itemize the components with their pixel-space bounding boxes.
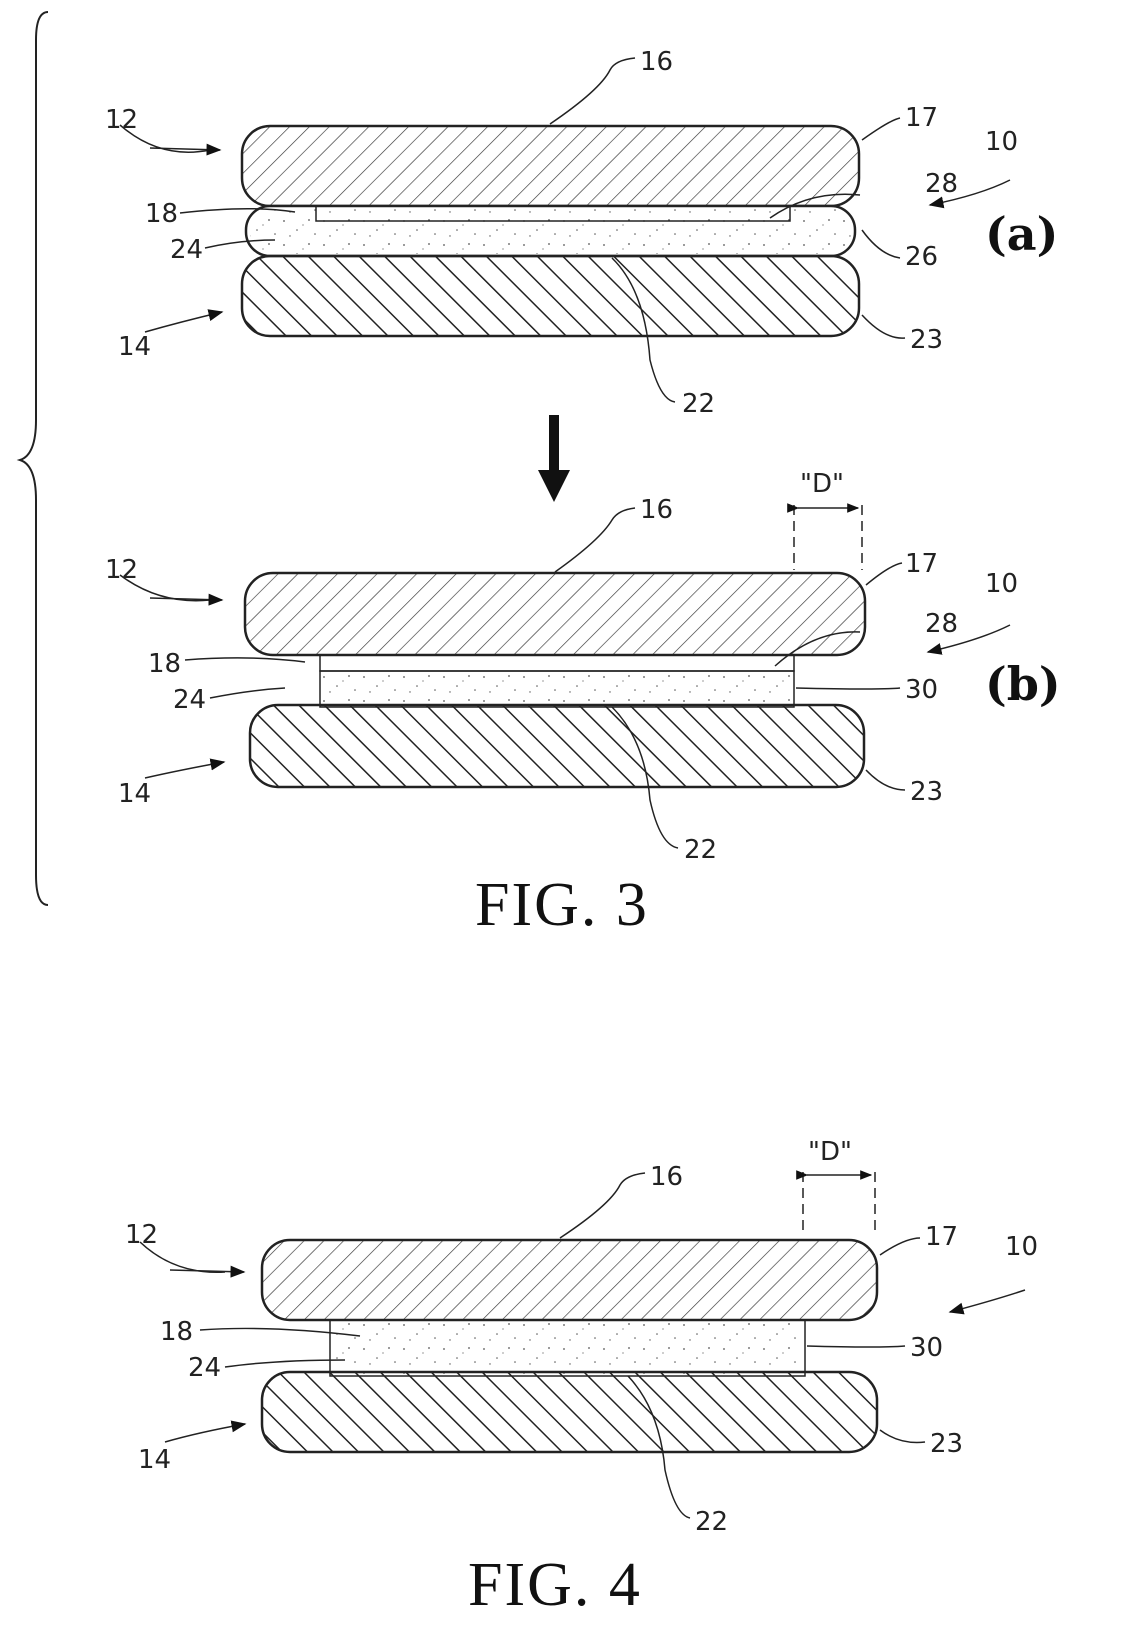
ref-18-b: 18 bbox=[148, 649, 181, 679]
ref-14-b: 14 bbox=[118, 779, 151, 809]
ref-24-4: 24 bbox=[188, 1353, 221, 1383]
ref-23-a: 23 bbox=[910, 325, 943, 355]
ref-30-4: 30 bbox=[910, 1333, 943, 1363]
figure3-caption: FIG. 3 bbox=[475, 871, 649, 939]
figure4: "D" 16 12 17 10 18 24 30 14 23 22 bbox=[125, 1137, 1038, 1537]
ref-14-a: 14 bbox=[118, 332, 151, 362]
ref-22-4: 22 bbox=[695, 1507, 728, 1537]
figure4-caption: FIG. 4 bbox=[468, 1551, 642, 1619]
ref-23-4: 23 bbox=[930, 1429, 963, 1459]
ref-18-4: 18 bbox=[160, 1317, 193, 1347]
figure3-panel-a: 16 12 17 10 28 18 24 26 14 23 22 (a) bbox=[105, 47, 1058, 419]
top-block-b bbox=[243, 571, 867, 657]
ref-17-a: 17 bbox=[905, 103, 938, 133]
top-block-4 bbox=[260, 1238, 879, 1322]
ref-26-a: 26 bbox=[905, 242, 938, 272]
foil-layer-a bbox=[315, 205, 791, 222]
ref-23-b: 23 bbox=[910, 777, 943, 807]
bottom-block-4 bbox=[260, 1370, 879, 1454]
ref-16-a: 16 bbox=[640, 47, 673, 77]
ref-14-4: 14 bbox=[138, 1445, 171, 1475]
dimension-d-b: "D" bbox=[800, 469, 844, 499]
ref-12-4: 12 bbox=[125, 1220, 158, 1250]
transition-arrow bbox=[538, 415, 570, 502]
figure3-panel-b: "D" 16 12 17 10 28 18 24 30 14 23 22 (b) bbox=[105, 469, 1061, 865]
ref-16-4: 16 bbox=[650, 1162, 683, 1192]
ref-17-b: 17 bbox=[905, 549, 938, 579]
ref-12-a: 12 bbox=[105, 105, 138, 135]
figure3-brace bbox=[16, 11, 49, 906]
ref-16-b: 16 bbox=[640, 495, 673, 525]
ref-28-b: 28 bbox=[925, 609, 958, 639]
ref-22-a: 22 bbox=[682, 389, 715, 419]
adhesive-stipple-4 bbox=[332, 1322, 803, 1374]
ref-10-a: 10 bbox=[985, 127, 1018, 157]
ref-24-a: 24 bbox=[170, 235, 203, 265]
foil-layer-b bbox=[319, 654, 795, 672]
adhesive-stipple-b bbox=[322, 673, 792, 705]
ref-18-a: 18 bbox=[145, 199, 178, 229]
top-block-a bbox=[240, 124, 861, 208]
ref-10-4: 10 bbox=[1005, 1232, 1038, 1262]
ref-28-a: 28 bbox=[925, 169, 958, 199]
dimension-d-4: "D" bbox=[808, 1137, 852, 1167]
ref-10-b: 10 bbox=[985, 569, 1018, 599]
sublabel-a: (a) bbox=[985, 207, 1058, 261]
ref-30-b: 30 bbox=[905, 675, 938, 705]
ref-24-b: 24 bbox=[173, 685, 206, 715]
sublabel-b: (b) bbox=[985, 657, 1061, 711]
ref-22-b: 22 bbox=[684, 835, 717, 865]
bottom-block-b bbox=[248, 703, 866, 789]
ref-12-b: 12 bbox=[105, 555, 138, 585]
ref-17-4: 17 bbox=[925, 1222, 958, 1252]
bottom-block-a bbox=[240, 254, 861, 338]
adhesive-stipple-a bbox=[250, 208, 851, 254]
